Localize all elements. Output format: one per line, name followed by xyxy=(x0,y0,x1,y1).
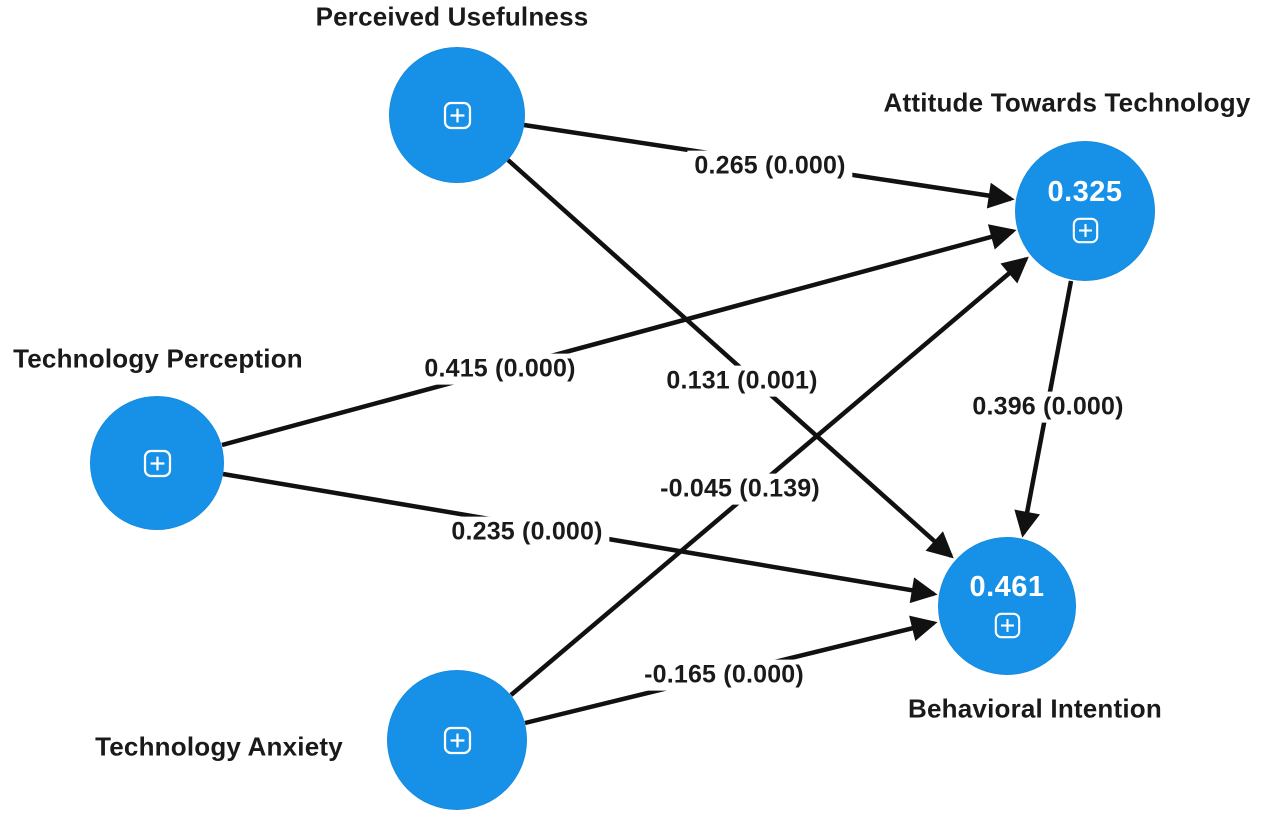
node-attitude[interactable]: 0.325 xyxy=(1015,141,1155,281)
expand-icon[interactable] xyxy=(442,100,473,131)
node-title-behavioral-intention: Behavioral Intention xyxy=(908,693,1162,724)
node-technology-anxiety[interactable] xyxy=(387,670,527,810)
coefficient-pu-bi: 0.131 (0.001) xyxy=(659,365,825,397)
coefficient-ta-attitude: -0.045 (0.139) xyxy=(653,473,827,505)
expand-icon[interactable] xyxy=(993,611,1022,640)
node-behavioral-intention[interactable]: 0.461 xyxy=(938,537,1076,675)
r-squared-value: 0.461 xyxy=(969,570,1045,603)
expand-icon[interactable] xyxy=(1071,216,1100,245)
path-pu-to-bi xyxy=(506,158,954,559)
r-squared-value: 0.325 xyxy=(1047,175,1123,208)
path-tp-to-attitude xyxy=(221,224,1017,448)
node-title-technology-anxiety: Technology Anxiety xyxy=(95,731,343,762)
node-title-attitude: Attitude Towards Technology xyxy=(883,87,1251,118)
node-perceived-usefulness[interactable] xyxy=(389,47,525,183)
expand-icon[interactable] xyxy=(142,448,173,479)
coefficient-pu-attitude: 0.265 (0.000) xyxy=(687,150,853,182)
node-title-perceived-usefulness: Perceived Usefulness xyxy=(315,1,589,32)
expand-icon[interactable] xyxy=(442,725,473,756)
node-title-technology-perception: Technology Perception xyxy=(13,343,303,374)
coefficient-attitude-bi: 0.396 (0.000) xyxy=(965,391,1131,423)
node-technology-perception[interactable] xyxy=(90,396,224,530)
coefficient-tp-bi: 0.235 (0.000) xyxy=(444,516,610,548)
coefficient-ta-bi: -0.165 (0.000) xyxy=(637,659,811,691)
coefficient-tp-attitude: 0.415 (0.000) xyxy=(417,353,583,385)
